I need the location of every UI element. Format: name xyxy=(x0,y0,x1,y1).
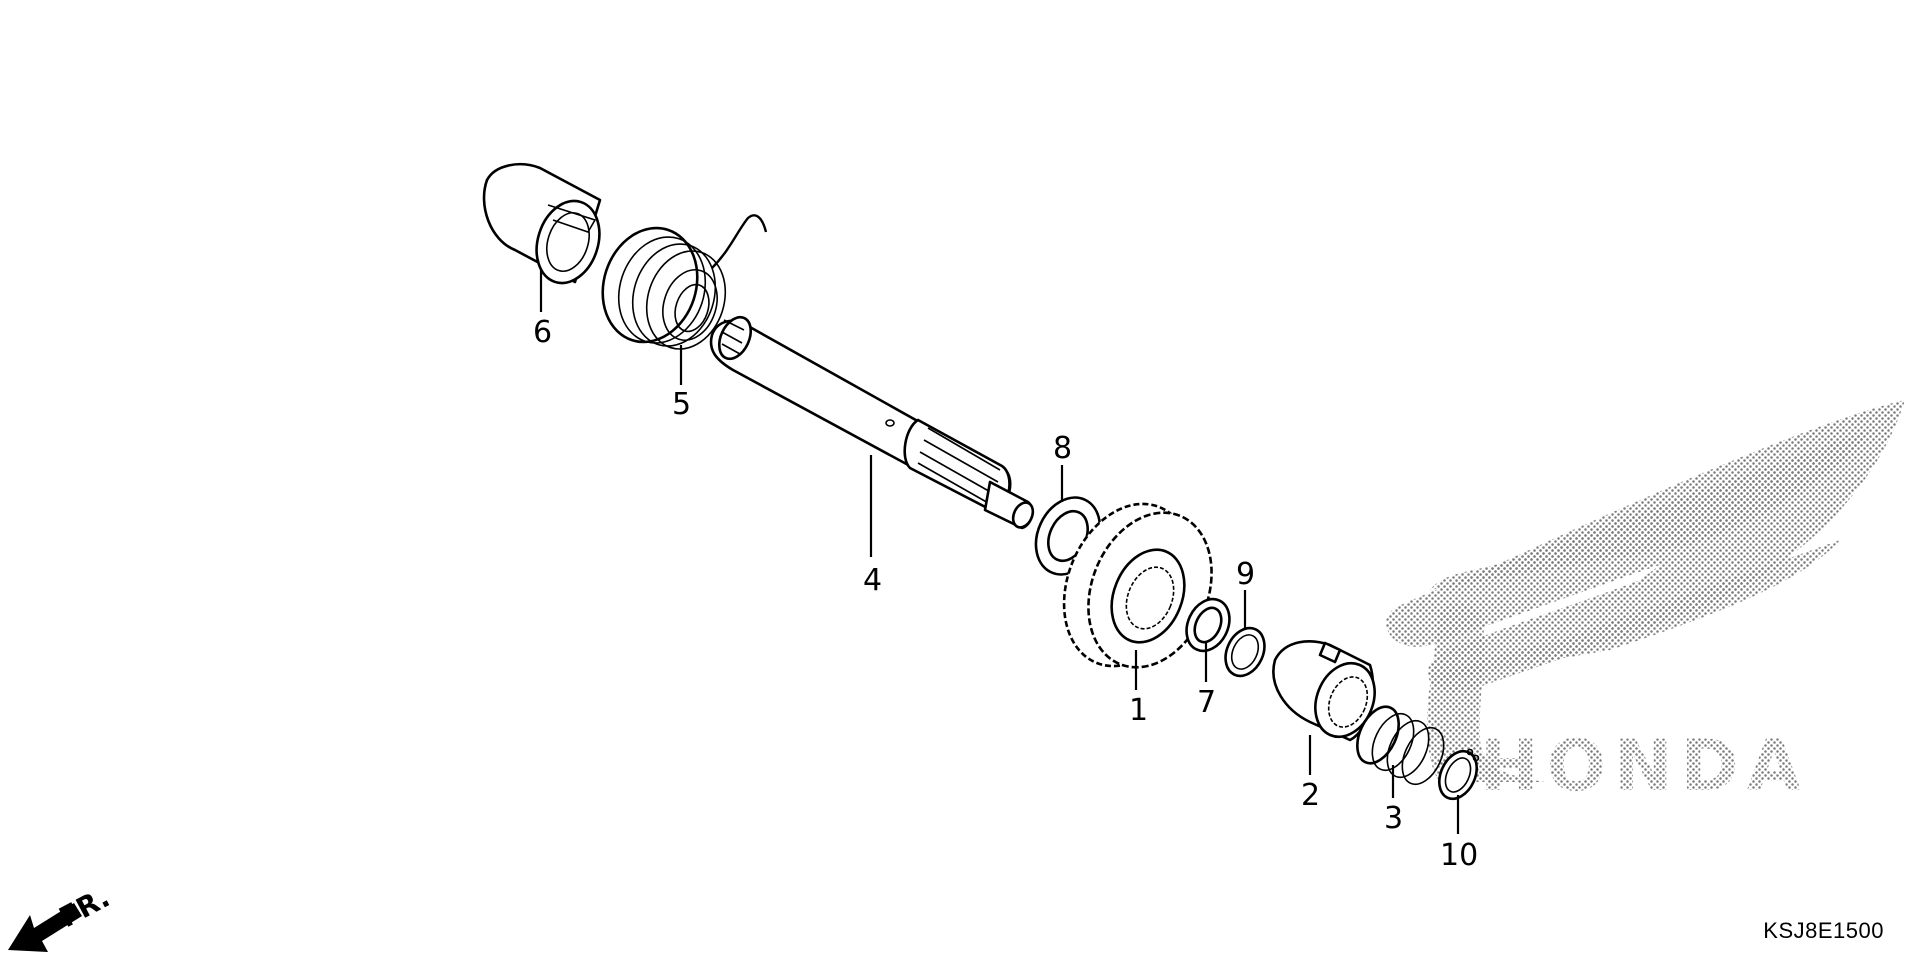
callout-8: 8 xyxy=(1053,431,1072,466)
callout-3: 3 xyxy=(1384,801,1403,836)
callout-9: 9 xyxy=(1236,557,1255,592)
callout-numbers: 6 5 4 8 1 7 9 2 3 10 xyxy=(533,315,1478,873)
callout-10: 10 xyxy=(1440,838,1478,873)
shaft-part xyxy=(709,315,1035,530)
small-spring-part xyxy=(1356,705,1445,786)
callout-7: 7 xyxy=(1197,685,1216,720)
large-spring-part xyxy=(601,214,768,350)
leader-lines xyxy=(539,270,1460,834)
honda-wing-logo-watermark: HONDA xyxy=(1386,400,1905,807)
watermark-text: HONDA xyxy=(1480,725,1809,807)
diagram-code: KSJ8E1500 xyxy=(1763,918,1884,943)
circlip-part xyxy=(1438,748,1480,801)
gear-part xyxy=(1062,502,1213,669)
callout-2: 2 xyxy=(1301,778,1320,813)
collar-part xyxy=(482,162,602,285)
honda-wordmark-watermark: HONDA xyxy=(1480,725,1809,807)
callout-1: 1 xyxy=(1129,693,1148,728)
front-direction-indicator: FR. xyxy=(8,881,115,952)
washer-7-part xyxy=(1185,597,1231,653)
washer-9-part xyxy=(1224,626,1266,678)
callout-5: 5 xyxy=(672,387,691,422)
callout-6: 6 xyxy=(533,315,552,350)
ratchet-part xyxy=(1272,640,1376,742)
callout-4: 4 xyxy=(863,563,882,598)
front-arrow-icon xyxy=(8,903,82,952)
